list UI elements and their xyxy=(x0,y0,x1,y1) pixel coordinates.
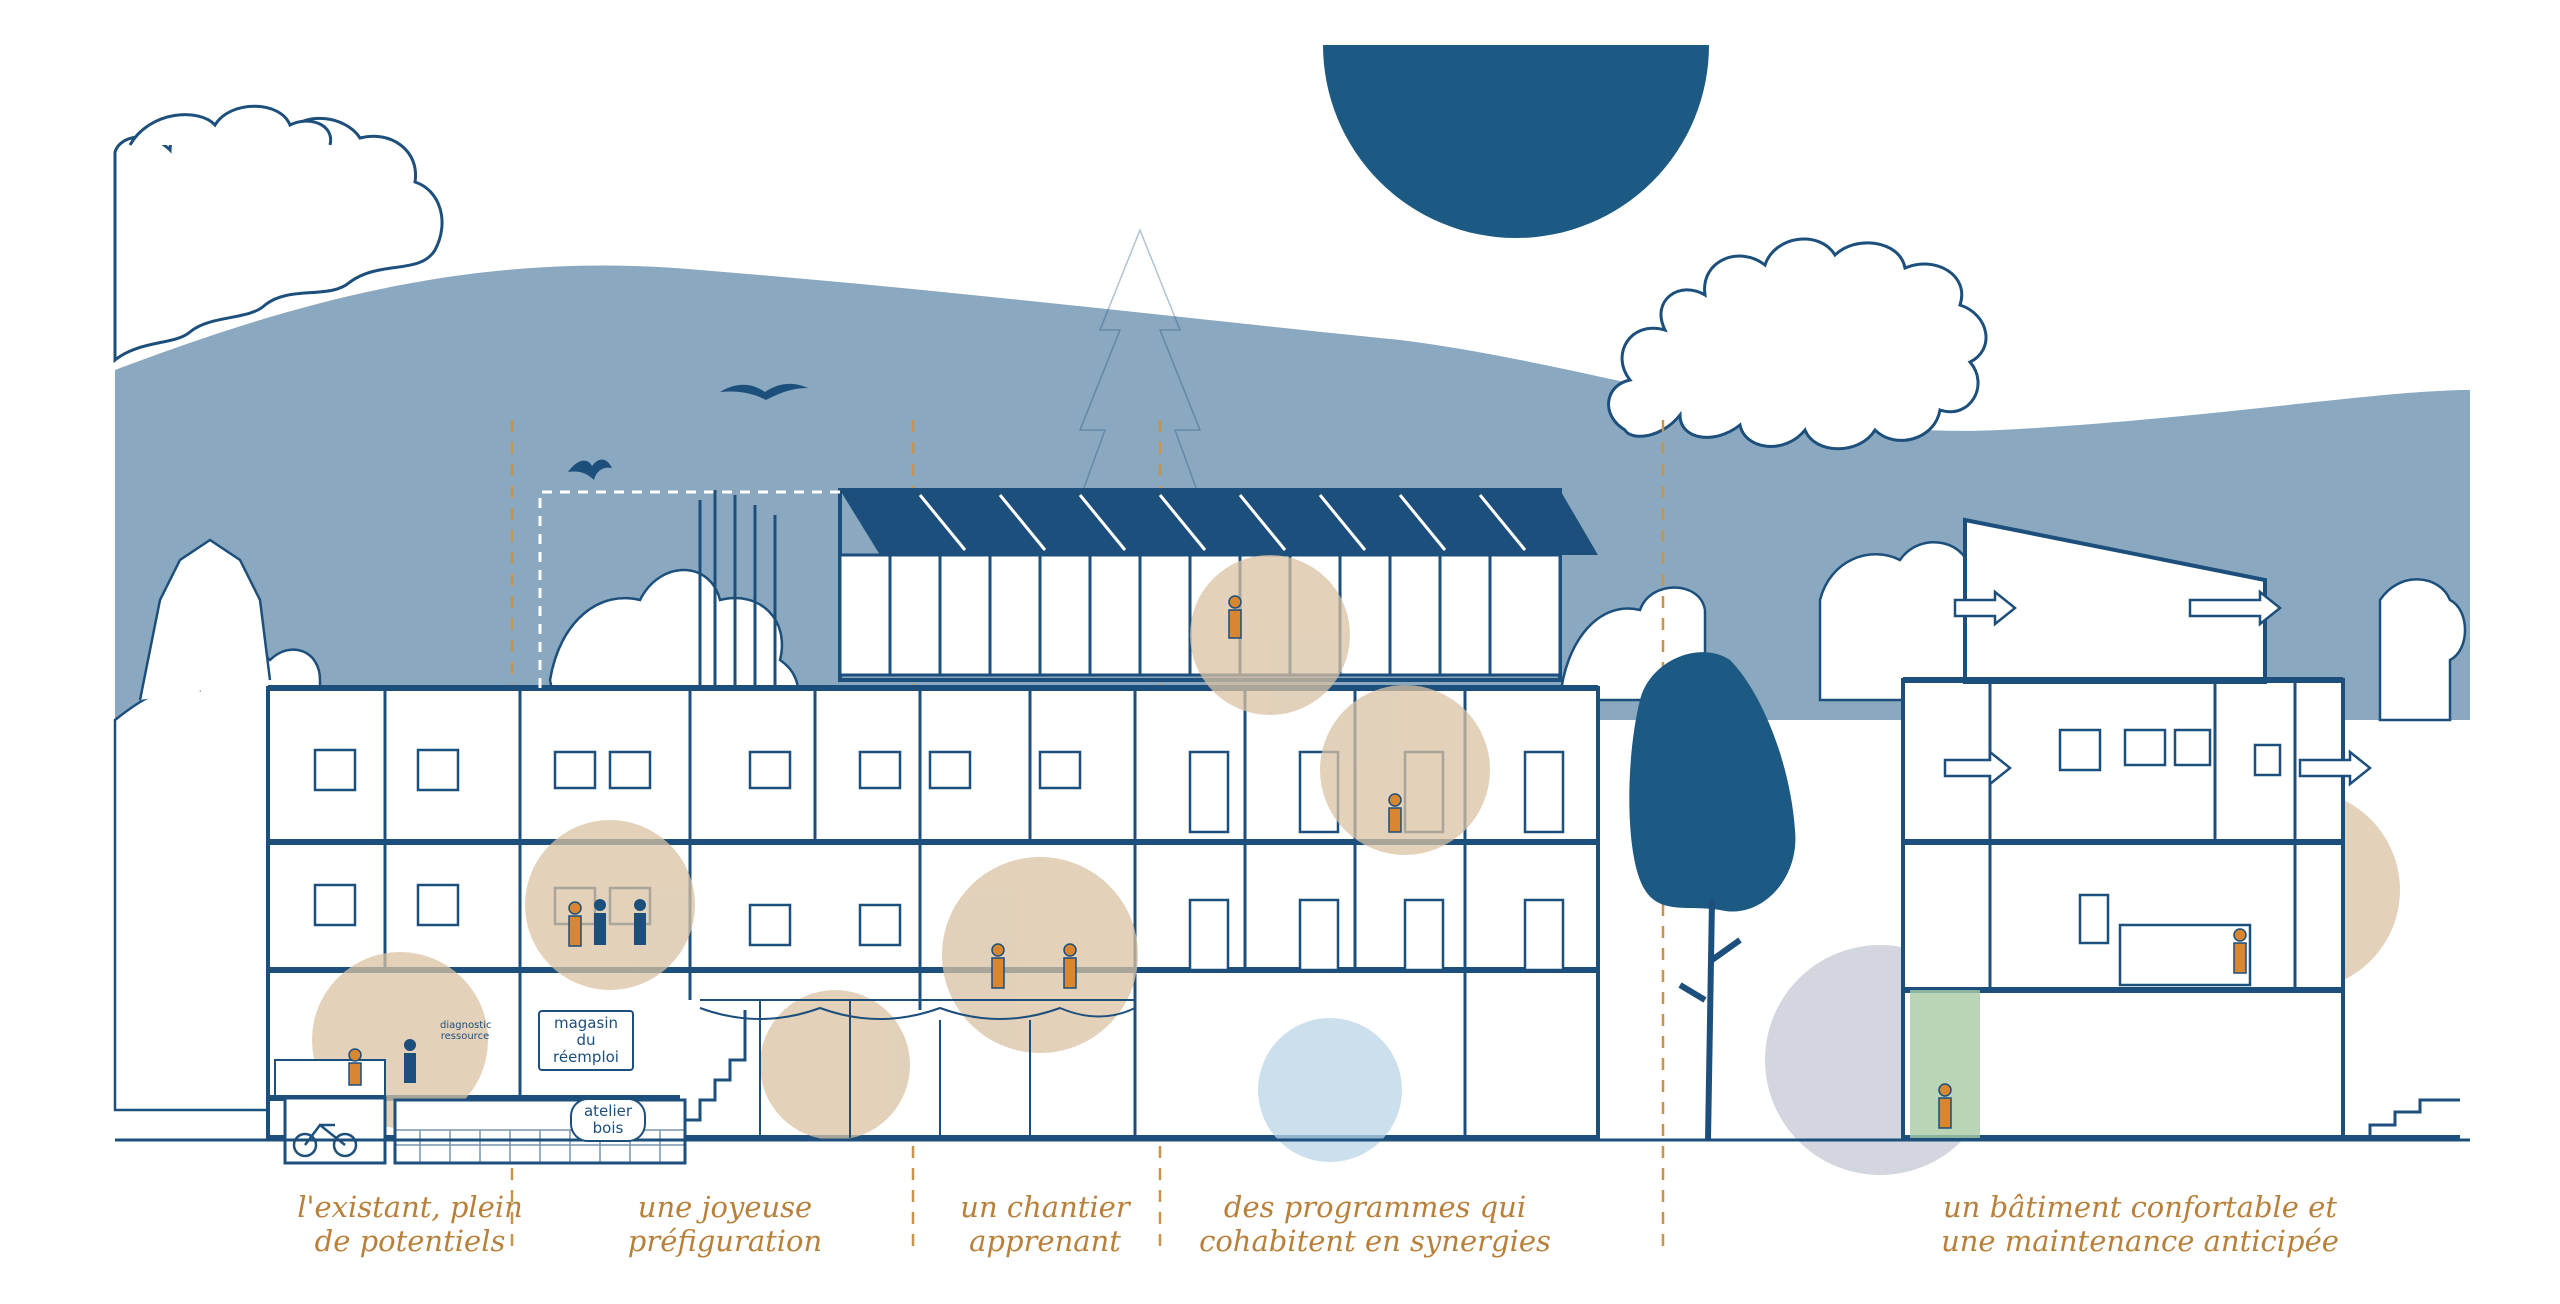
caption-line: une maintenance anticipée xyxy=(1941,1224,2339,1258)
cloud-icon xyxy=(128,104,333,146)
bicycle-icon xyxy=(292,1123,358,1158)
caption-prefiguration: une joyeuse préfiguration xyxy=(585,1190,865,1258)
diagnostic-label: diagnostic ressource xyxy=(440,1020,492,1042)
person-icon xyxy=(404,899,646,1083)
magasin-label: magasin du réemploi xyxy=(538,1010,634,1071)
caption-line: un chantier xyxy=(960,1190,1130,1224)
future-volume-outline xyxy=(538,490,840,688)
caption-line: des programmes qui xyxy=(1223,1190,1527,1224)
atelier-label: atelier bois xyxy=(570,1098,646,1142)
ventilation-arrow-icon xyxy=(1943,589,2373,787)
staircase xyxy=(685,1010,747,1122)
floor-slabs xyxy=(1903,677,2460,1141)
glazed-facade xyxy=(699,999,1136,1138)
tree-icon xyxy=(1629,652,1796,1141)
caption-programmes: des programmes qui cohabitent en synergi… xyxy=(1175,1190,1575,1258)
caption-line: de potentiels xyxy=(314,1224,506,1258)
caption-line: apprenant xyxy=(969,1224,1121,1258)
exterior-stairs xyxy=(2343,1098,2460,1140)
caption-line: une joyeuse xyxy=(637,1190,813,1224)
bird-icon xyxy=(568,459,612,480)
cloud-icon xyxy=(1607,237,1988,451)
caption-line: préfiguration xyxy=(627,1224,823,1258)
caption-line: l'existant, plein xyxy=(297,1190,523,1224)
scaffolding xyxy=(698,490,777,688)
caption-batiment: un bâtiment confortable et une maintenan… xyxy=(1920,1190,2360,1258)
wall-frame xyxy=(2058,728,2282,987)
person-icon xyxy=(348,595,2247,1129)
bird-icon xyxy=(720,383,808,400)
caption-line: cohabitent en synergies xyxy=(1199,1224,1551,1258)
caption-existant: l'existant, plein de potentiels xyxy=(260,1190,560,1258)
structural-walls xyxy=(1988,680,2297,990)
window xyxy=(313,883,1565,972)
caption-line: un bâtiment confortable et xyxy=(1943,1190,2337,1224)
sun-icon xyxy=(1323,45,1709,238)
caption-chantier: un chantier apprenant xyxy=(935,1190,1155,1258)
